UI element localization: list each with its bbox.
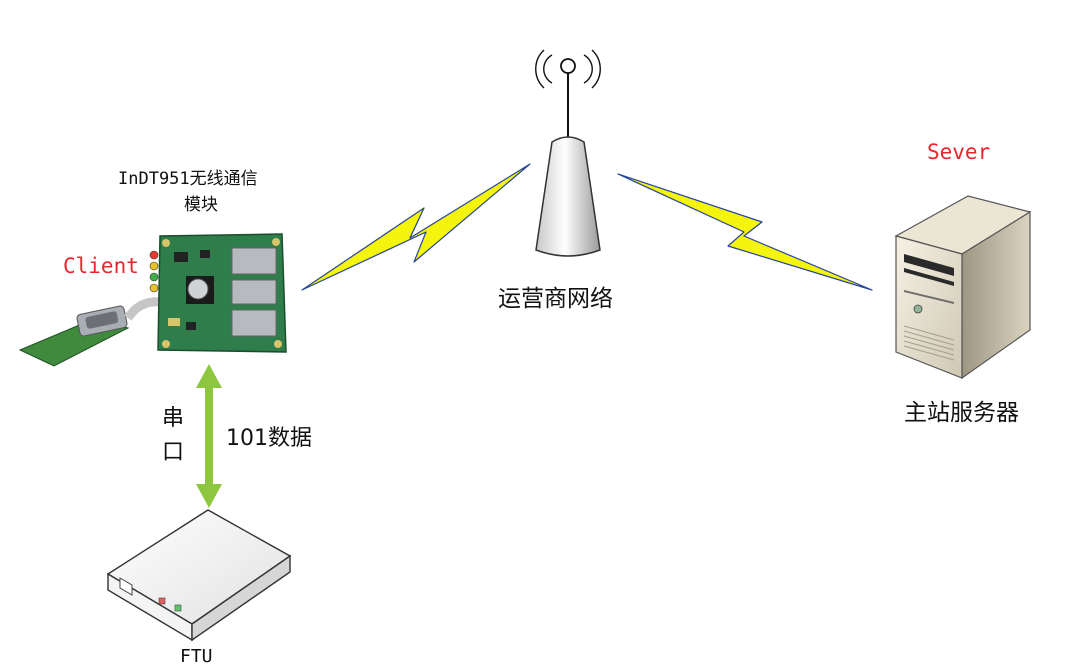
serial-label-char2: 口: [162, 440, 185, 465]
module-name-line1: InDT951无线通信: [118, 169, 258, 189]
module-name-line2: 模块: [184, 195, 218, 215]
data-label: 101数据: [226, 426, 312, 451]
serial-data-arrow: [196, 364, 222, 508]
serial-label-char1: 串: [162, 406, 185, 431]
server-title: Sever: [927, 140, 991, 164]
ftu-label: FTU: [180, 646, 213, 667]
server-tower-icon: [894, 195, 1032, 380]
antenna-tower-icon: [535, 49, 601, 257]
server-caption: 主站服务器: [904, 400, 1019, 426]
client-label: Client: [63, 254, 139, 278]
wireless-link-right: [617, 173, 873, 291]
tower-caption: 运营商网络: [498, 286, 613, 312]
wireless-link-left: [301, 163, 531, 291]
ftu-box-icon: [106, 509, 292, 642]
pcb-module-icon: [18, 233, 287, 367]
